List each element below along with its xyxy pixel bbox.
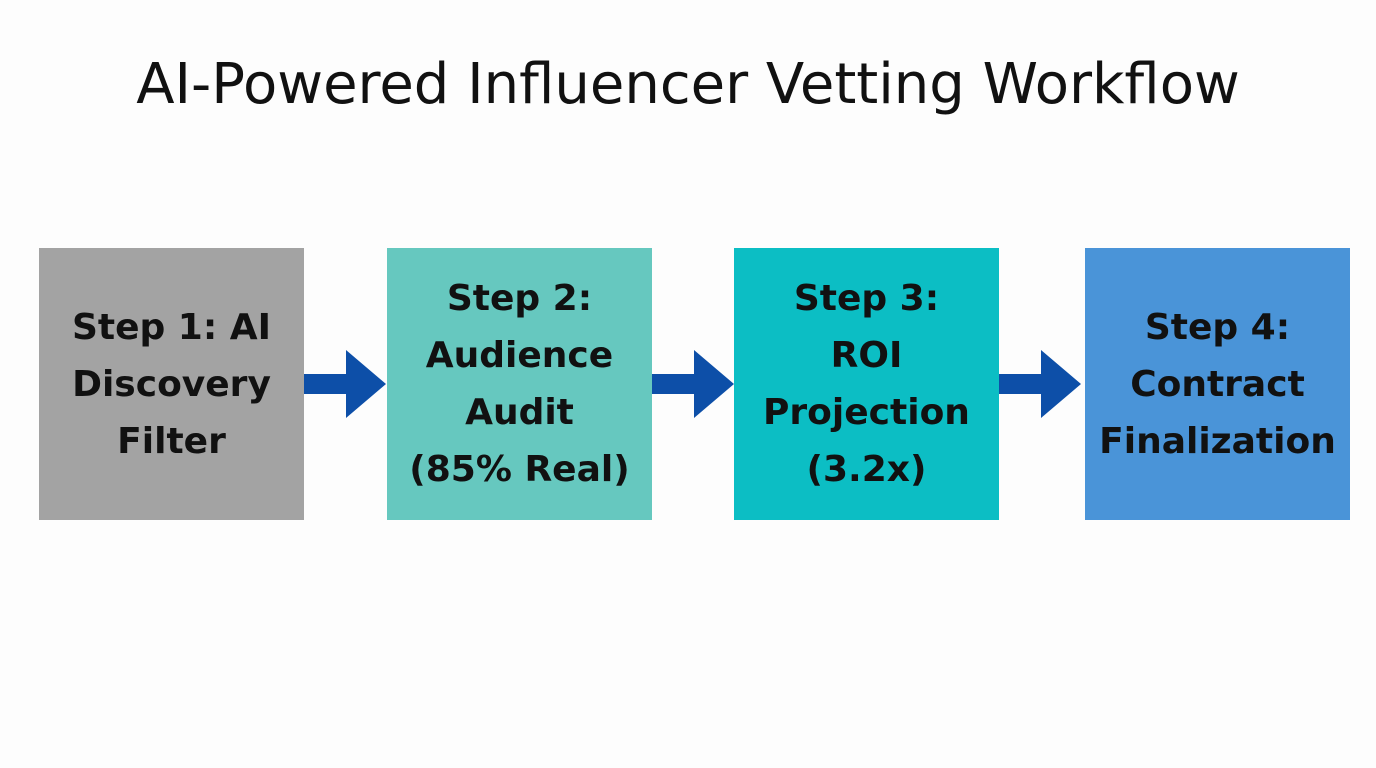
arrow-right-icon: [652, 350, 734, 418]
arrow-right-icon: [304, 350, 386, 418]
step-3-box: Step 3: ROI Projection (3.2x): [734, 248, 999, 520]
step-4-label: Step 4: Contract Finalization: [1099, 306, 1336, 462]
step-4-box: Step 4: Contract Finalization: [1085, 248, 1350, 520]
step-1-label: Step 1: AI Discovery Filter: [71, 306, 272, 462]
arrow-right-icon: [999, 350, 1081, 418]
step-2-label: Step 2: Audience Audit (85% Real): [409, 278, 630, 490]
step-2-box: Step 2: Audience Audit (85% Real): [387, 248, 652, 520]
diagram-title: AI-Powered Influencer Vetting Workflow: [136, 52, 1240, 117]
step-3-label: Step 3: ROI Projection (3.2x): [763, 278, 970, 490]
step-1-box: Step 1: AI Discovery Filter: [39, 248, 304, 520]
